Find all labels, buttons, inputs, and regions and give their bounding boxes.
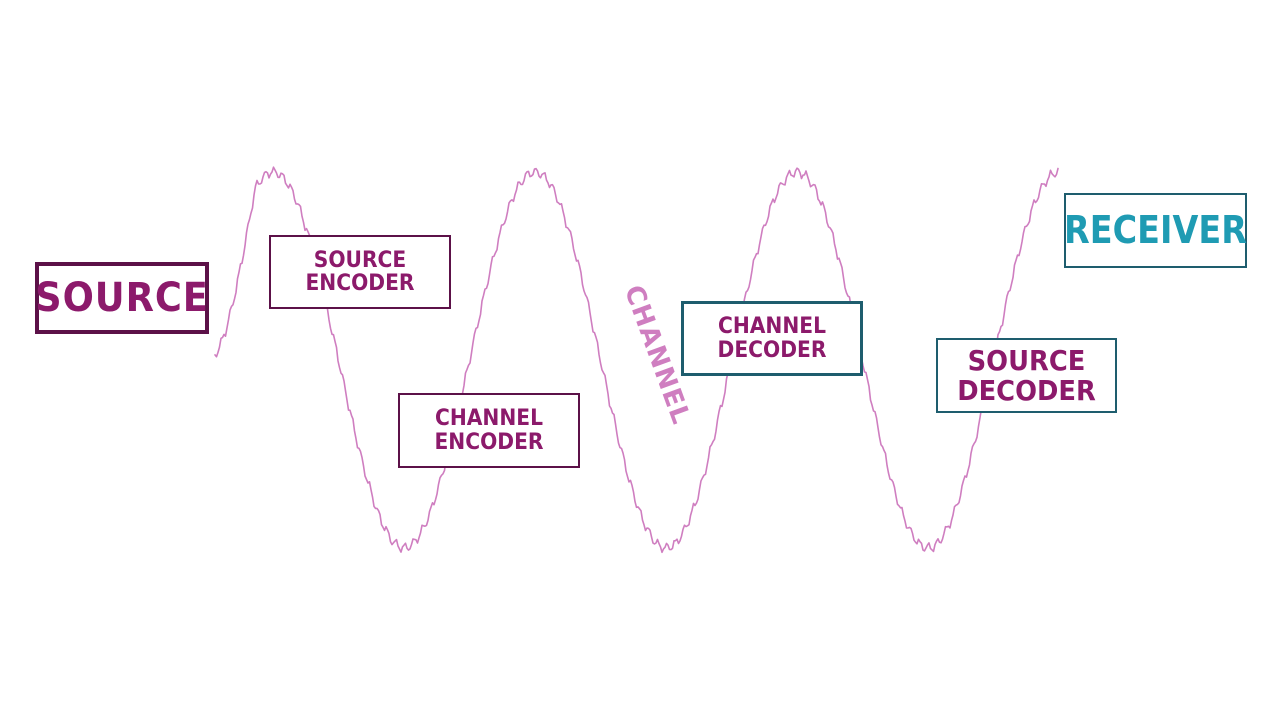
source-encoder-label: SOURCE ENCODER	[278, 237, 442, 307]
channel-encoder-label-line-1: CHANNEL	[434, 406, 544, 432]
source-label-line-1: SOURCE	[35, 275, 209, 321]
channel-encoder-label-line-2: ENCODER	[434, 429, 544, 455]
source-decoder-label: SOURCE DECODER	[945, 340, 1108, 411]
source-encoder-label-line-1: SOURCE	[313, 247, 407, 273]
channel-decoder-block: CHANNEL DECODER	[681, 301, 863, 376]
signal-wave-path	[214, 166, 1059, 554]
channel-decoder-label-line-2: DECODER	[717, 337, 827, 363]
source-encoder-label-line-2: ENCODER	[305, 271, 415, 296]
source-label: SOURCE	[35, 266, 208, 330]
source-encoder-block: SOURCE ENCODER	[269, 235, 451, 309]
receiver-label-line-1: RECEIVER	[1064, 207, 1247, 252]
channel-encoder-block: CHANNEL ENCODER	[398, 393, 580, 468]
source-decoder-label-line-1: SOURCE	[967, 344, 1086, 378]
source-decoder-label-line-2: DECODER	[957, 373, 1096, 407]
receiver-block: RECEIVER	[1064, 193, 1247, 268]
receiver-label: RECEIVER	[1064, 195, 1247, 266]
source-decoder-block: SOURCE DECODER	[936, 338, 1117, 413]
channel-encoder-label: CHANNEL ENCODER	[407, 395, 571, 466]
source-block: SOURCE	[35, 262, 209, 334]
channel-decoder-label: CHANNEL DECODER	[691, 304, 853, 373]
channel-decoder-label-line-1: CHANNEL	[717, 314, 827, 340]
